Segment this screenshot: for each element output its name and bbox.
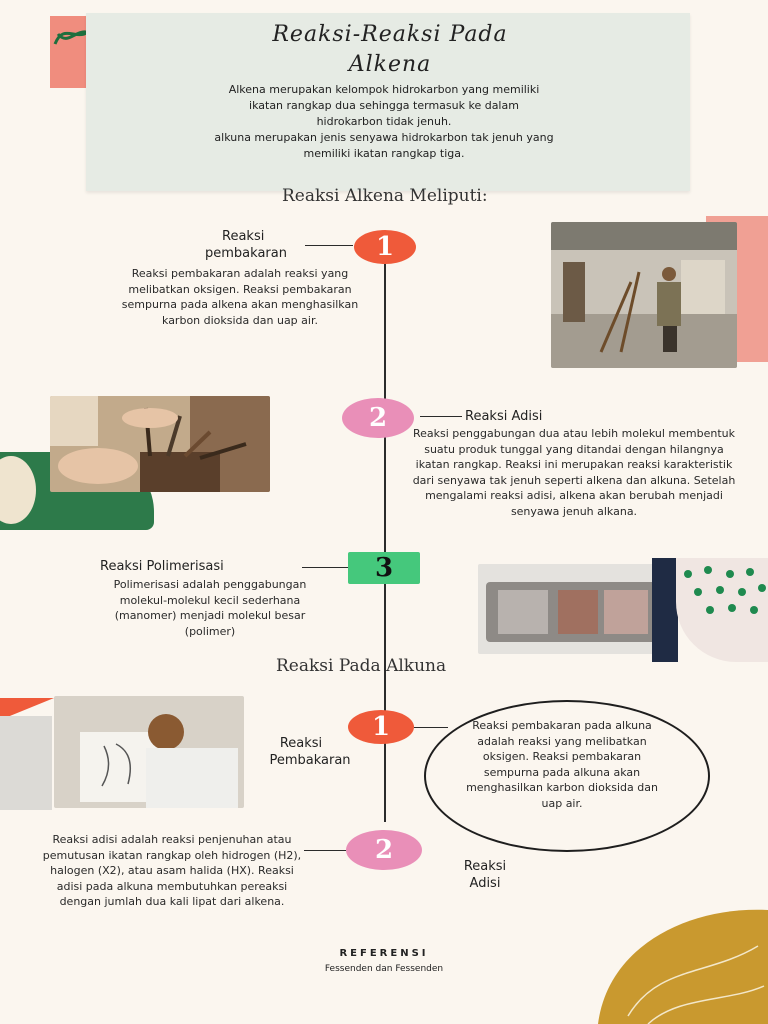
decor-navy-shape [652,558,678,662]
alkena-badge-1: 1 [354,230,416,264]
intro-line1: Alkena merupakan kelompok hidrokarbon ya… [228,83,540,96]
intro-line2: ikatan rangkap dua sehingga termasuk ke … [249,99,519,112]
connector-1 [305,245,353,246]
timeline-line [384,262,386,822]
alkena-text-1: Reaksi pembakaran adalah reaksi yang mel… [121,267,359,327]
decor-grey-scrap [0,716,52,810]
references-title: REFERENSI [339,948,429,959]
alkena-heading: Reaksi Alkena Meliputi: [282,186,488,206]
alkuna-heading: Reaksi Pada Alkuna [276,656,447,676]
paint-brushes-photo [50,396,270,492]
alkuna-label-1: Reaksi Pembakaran [240,735,380,769]
connector-2 [420,416,462,417]
watercolor-palette-photo [478,564,664,654]
intro-line5: memiliki ikatan rangkap tiga. [303,147,465,160]
alkena-badge-2: 2 [342,398,414,438]
alkuna-badge-2: 2 [346,830,422,870]
connector-5 [304,850,346,851]
header-card [86,13,690,191]
connector-3 [302,567,348,568]
alkena-label-2: Reaksi Adisi [465,409,543,424]
label-line: Pembakaran [269,753,351,768]
decor-orange-triangle [0,698,54,720]
intro-line3: hidrokarbon tidak jenuh. [316,115,452,128]
alkuna-badge-1: 1 [348,710,414,744]
alkuna-label-2: Reaksi Adisi [446,858,524,892]
painter-studio-photo [551,222,737,368]
decor-mustard-corner [598,909,768,1024]
alkena-label-1: Reaksi pembakaran [186,228,306,262]
alkuna-circle-frame [424,700,710,852]
intro-line4: alkuna merupakan jenis senyawa hidrokarb… [214,131,554,144]
label-line: Reaksi [222,229,265,244]
intro-text: Alkena merupakan kelompok hidrokarbon ya… [150,82,618,162]
label-line: Reaksi [279,736,323,751]
title-line1: Reaksi-Reaksi Pada [272,22,508,47]
alkena-text-3: Polimerisasi adalah penggabungan molekul… [113,578,307,638]
connector-4 [414,727,448,728]
alkuna-text-1: Reaksi pembakaran pada alkuna adalah rea… [466,719,658,810]
page-title: Reaksi-Reaksi Pada Alkena [150,20,630,80]
label-line: Reaksi [463,859,507,874]
label-line: pembakaran [205,246,287,261]
alkena-text-2: Reaksi penggabungan dua atau lebih molek… [412,427,736,518]
title-line2: Alkena [348,52,432,77]
label-line: Adisi [469,876,501,891]
alkena-badge-3: 3 [348,552,420,584]
alkuna-text-2: Reaksi adisi adalah reaksi penjenuhan at… [42,833,302,908]
artist-sketch-photo [54,696,244,808]
decor-dots [684,566,766,614]
references-text: Fessenden dan Fessenden [324,964,444,974]
alkena-label-3: Reaksi Polimerisasi [100,559,224,574]
